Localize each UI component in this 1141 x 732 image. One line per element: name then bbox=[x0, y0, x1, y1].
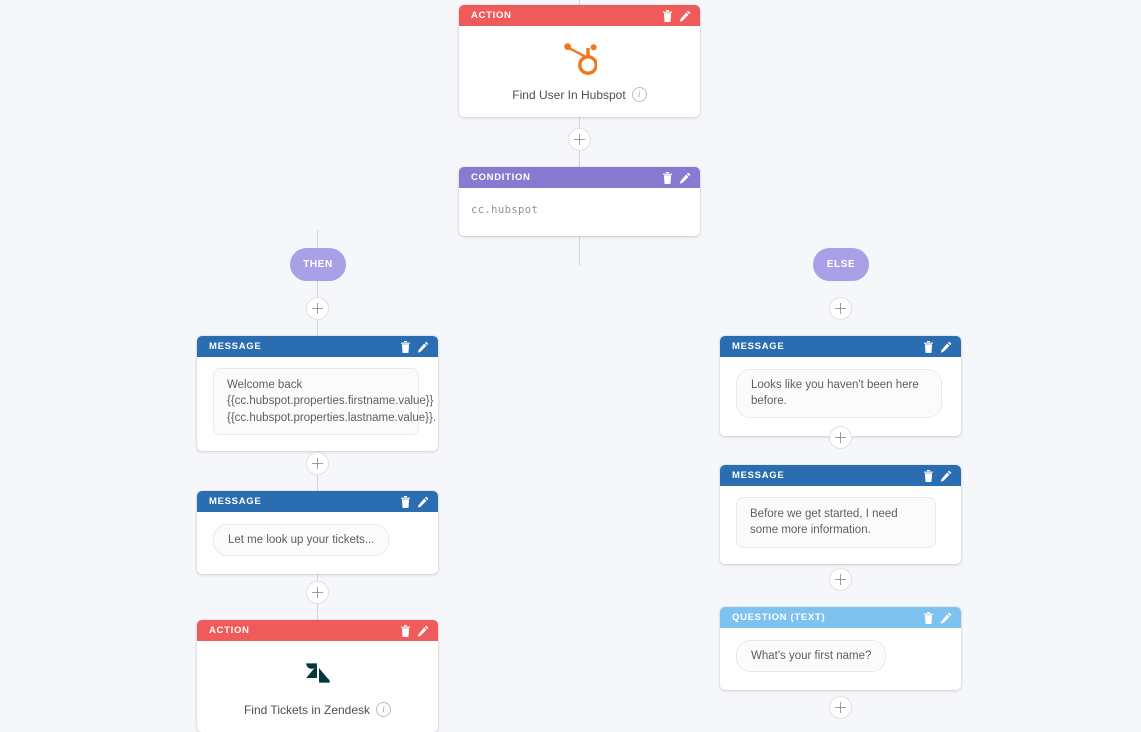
branch-pill-then[interactable]: THEN bbox=[290, 248, 346, 281]
node-header: MESSAGE bbox=[720, 465, 961, 486]
node-header-actions bbox=[662, 9, 691, 22]
node-body: Find User In Hubspot i bbox=[459, 26, 700, 117]
trash-icon[interactable] bbox=[923, 340, 934, 353]
add-node-button-else-3[interactable] bbox=[829, 568, 852, 591]
add-node-button-then-1[interactable] bbox=[306, 297, 329, 320]
node-type-label: MESSAGE bbox=[209, 496, 262, 507]
trash-icon[interactable] bbox=[400, 495, 411, 508]
node-type-label: ACTION bbox=[209, 625, 250, 636]
node-body: Let me look up your tickets... bbox=[197, 512, 438, 574]
integration-label: Find User In Hubspot bbox=[512, 87, 626, 102]
node-header-actions bbox=[400, 624, 429, 637]
node-type-label: MESSAGE bbox=[732, 341, 785, 352]
node-header-actions bbox=[923, 611, 952, 624]
node-body: Looks like you haven't been here before. bbox=[720, 357, 961, 436]
add-node-button-trunk-1[interactable] bbox=[568, 128, 591, 151]
node-body: What's your first name? bbox=[720, 628, 961, 690]
trash-icon[interactable] bbox=[400, 340, 411, 353]
zendesk-logo bbox=[209, 654, 426, 692]
add-node-button-else-1[interactable] bbox=[829, 297, 852, 320]
pencil-icon[interactable] bbox=[679, 10, 691, 22]
node-type-label: CONDITION bbox=[471, 172, 531, 183]
message-bubble: Before we get started, I need some more … bbox=[736, 497, 936, 548]
node-action-hubspot[interactable]: ACTION Find User bbox=[459, 5, 700, 117]
node-header-actions bbox=[400, 495, 429, 508]
pencil-icon[interactable] bbox=[417, 341, 429, 353]
integration-label-wrap: Find Tickets in Zendesk i bbox=[209, 702, 426, 717]
pencil-icon[interactable] bbox=[679, 172, 691, 184]
node-condition[interactable]: CONDITION cc.hubspot bbox=[459, 167, 700, 236]
node-body: Find Tickets in Zendesk i bbox=[197, 641, 438, 732]
node-message-first-visit[interactable]: MESSAGE Looks like you haven't been here… bbox=[720, 336, 961, 436]
node-type-label: QUESTION (TEXT) bbox=[732, 612, 826, 623]
info-icon[interactable]: i bbox=[376, 702, 392, 717]
node-action-zendesk[interactable]: ACTION Find Tickets in Zend bbox=[197, 620, 438, 732]
message-bubble: Let me look up your tickets... bbox=[213, 524, 390, 557]
node-header-actions bbox=[662, 171, 691, 184]
add-node-button-then-2[interactable] bbox=[306, 452, 329, 475]
node-type-label: ACTION bbox=[471, 10, 512, 21]
hubspot-logo bbox=[471, 39, 688, 77]
integration-label: Find Tickets in Zendesk bbox=[243, 702, 371, 717]
node-header: ACTION bbox=[197, 620, 438, 641]
branch-pill-label: ELSE bbox=[826, 259, 856, 270]
node-header-actions bbox=[923, 340, 952, 353]
node-message-welcome[interactable]: MESSAGE Welcome back {{cc.hubspot.proper… bbox=[197, 336, 438, 451]
info-icon[interactable]: i bbox=[631, 87, 647, 102]
node-question-first-name[interactable]: QUESTION (TEXT) What's your first name? bbox=[720, 607, 961, 691]
trash-icon[interactable] bbox=[400, 624, 411, 637]
node-header-actions bbox=[923, 469, 952, 482]
connector-line-then-in bbox=[317, 230, 318, 249]
node-header: ACTION bbox=[459, 5, 700, 26]
trash-icon[interactable] bbox=[662, 9, 673, 22]
node-header-actions bbox=[400, 340, 429, 353]
node-body: cc.hubspot bbox=[459, 188, 700, 236]
pencil-icon[interactable] bbox=[417, 496, 429, 508]
node-type-label: MESSAGE bbox=[209, 341, 262, 352]
condition-expression: cc.hubspot bbox=[471, 204, 539, 216]
node-type-label: MESSAGE bbox=[732, 470, 785, 481]
connector-line-condition-branch bbox=[579, 230, 580, 266]
add-node-button-else-4[interactable] bbox=[829, 696, 852, 719]
branch-pill-else[interactable]: ELSE bbox=[813, 248, 869, 281]
add-node-button-else-2[interactable] bbox=[829, 426, 852, 449]
node-header: QUESTION (TEXT) bbox=[720, 607, 961, 628]
node-body: Before we get started, I need some more … bbox=[720, 486, 961, 564]
node-body: Welcome back {{cc.hubspot.properties.fir… bbox=[197, 357, 438, 451]
pencil-icon[interactable] bbox=[940, 612, 952, 624]
node-message-need-info[interactable]: MESSAGE Before we get started, I need so… bbox=[720, 465, 961, 564]
branch-pill-label: THEN bbox=[303, 259, 333, 270]
node-header: MESSAGE bbox=[197, 491, 438, 512]
pencil-icon[interactable] bbox=[940, 341, 952, 353]
node-header: CONDITION bbox=[459, 167, 700, 188]
integration-label-wrap: Find User In Hubspot i bbox=[471, 87, 688, 102]
node-header: MESSAGE bbox=[197, 336, 438, 357]
message-bubble: Welcome back {{cc.hubspot.properties.fir… bbox=[213, 368, 436, 435]
node-message-lookup[interactable]: MESSAGE Let me look up your tickets... bbox=[197, 491, 438, 575]
pencil-icon[interactable] bbox=[940, 470, 952, 482]
trash-icon[interactable] bbox=[662, 171, 673, 184]
trash-icon[interactable] bbox=[923, 611, 934, 624]
message-bubble: Looks like you haven't been here before. bbox=[736, 369, 942, 418]
question-bubble: What's your first name? bbox=[736, 640, 887, 673]
trash-icon[interactable] bbox=[923, 469, 934, 482]
pencil-icon[interactable] bbox=[417, 625, 429, 637]
add-node-button-then-3[interactable] bbox=[306, 581, 329, 604]
node-header: MESSAGE bbox=[720, 336, 961, 357]
